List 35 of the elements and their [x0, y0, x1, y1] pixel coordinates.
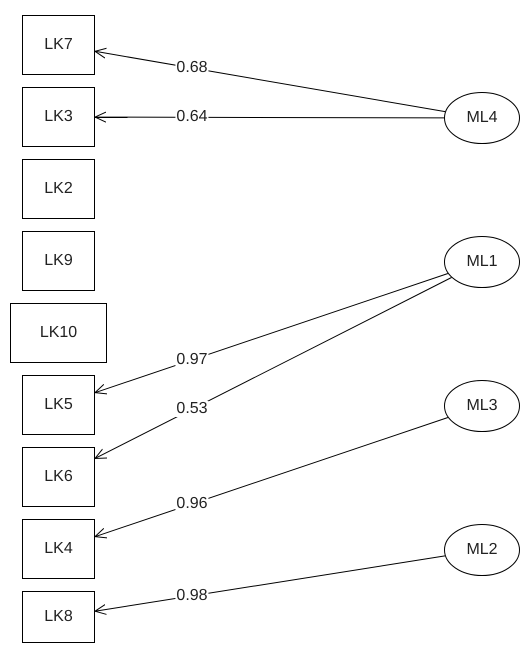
- loading-arrow: [94, 273, 448, 394]
- variable-label: LK7: [44, 36, 73, 54]
- observed-variable-box: [22, 87, 95, 147]
- variable-label: LK3: [44, 108, 73, 126]
- variable-label: LK4: [44, 540, 73, 558]
- latent-variable-ellipse: [444, 524, 520, 576]
- loading-arrow: [94, 417, 448, 538]
- variable-label: ML3: [466, 397, 498, 415]
- loading-arrow: [94, 112, 444, 123]
- edge-label: 0.53: [175, 401, 209, 418]
- loading-arrow: [94, 48, 446, 112]
- edge-label: 0.96: [175, 496, 209, 512]
- latent-variable-ellipse: [444, 380, 520, 432]
- observed-variable-box: [10, 303, 107, 363]
- variable-label: ML2: [466, 541, 498, 559]
- variable-label: LK6: [44, 468, 73, 486]
- observed-variable-box: [22, 591, 95, 643]
- observed-variable-box: [22, 519, 95, 579]
- edge-label: 0.97: [175, 352, 209, 368]
- observed-variable-box: [22, 447, 95, 507]
- observed-variable-box: [22, 159, 95, 219]
- latent-variable-ellipse: [444, 236, 520, 288]
- variable-label: LK10: [40, 324, 78, 342]
- observed-variable-box: [22, 231, 95, 291]
- loading-arrow: [94, 277, 452, 459]
- loading-arrow: [94, 555, 446, 615]
- observed-variable-box: [22, 375, 95, 435]
- variable-label: LK9: [44, 252, 73, 270]
- variable-label: ML4: [466, 109, 498, 127]
- variable-label: LK8: [44, 608, 73, 626]
- observed-variable-box: [22, 15, 95, 75]
- variable-label: ML1: [466, 253, 498, 271]
- latent-variable-ellipse: [444, 92, 520, 144]
- variable-label: LK5: [44, 396, 73, 414]
- variable-label: LK2: [44, 180, 73, 198]
